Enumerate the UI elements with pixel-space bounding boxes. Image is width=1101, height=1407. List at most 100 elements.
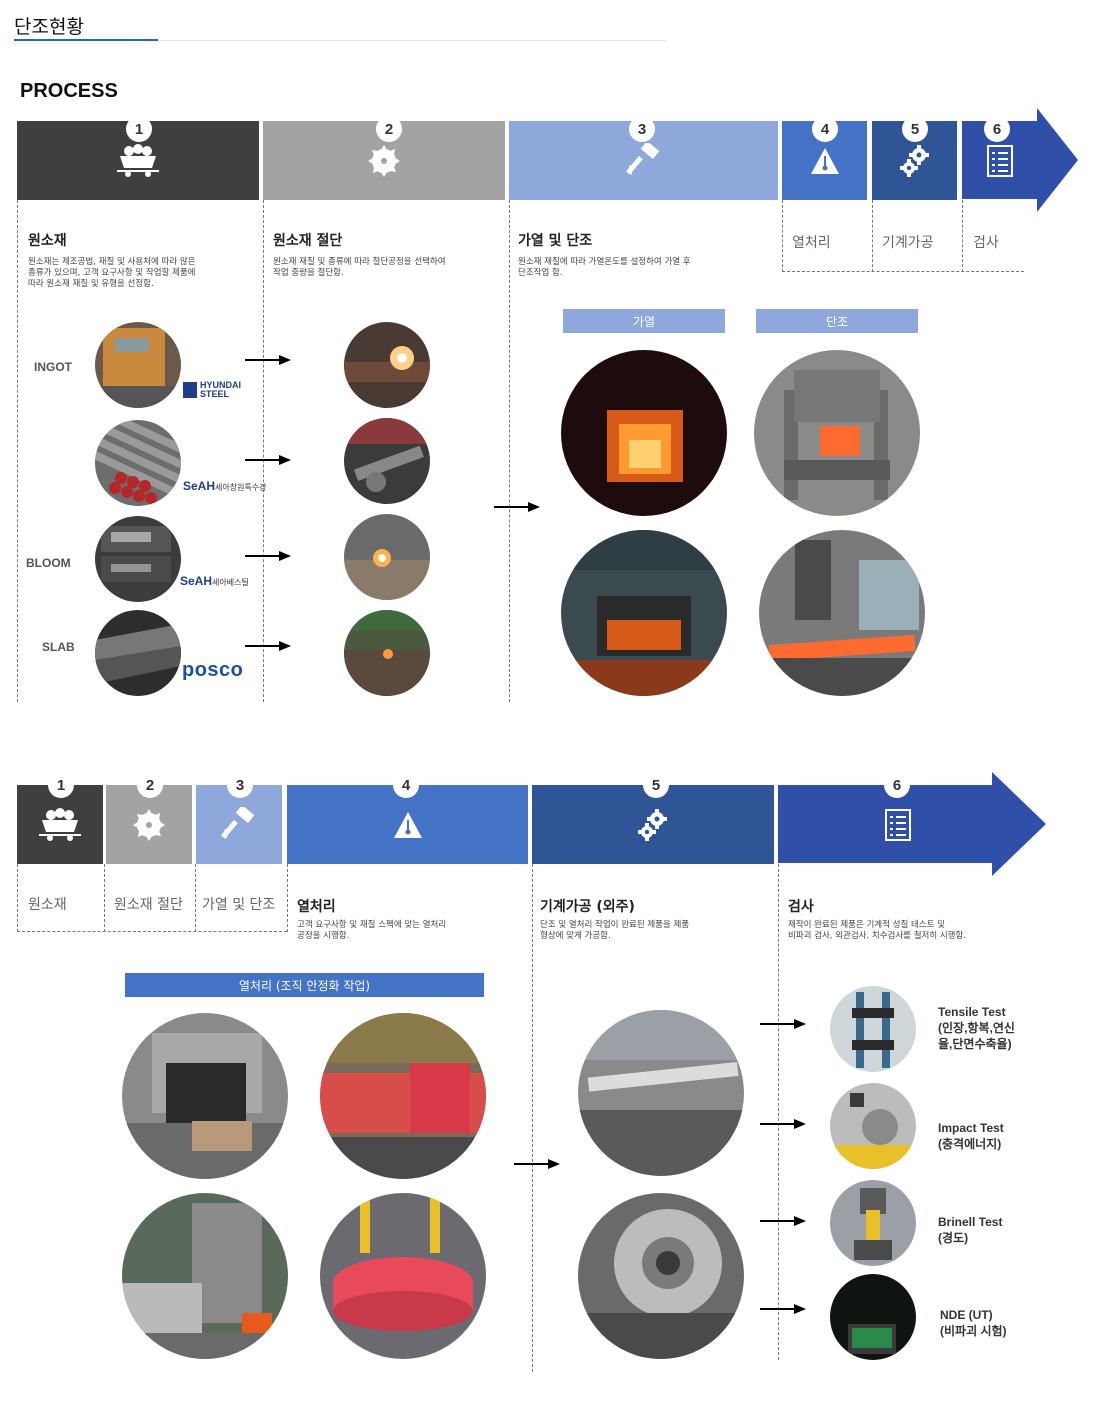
top-divider-1 [263,200,264,702]
top-step-number-3: 3 [629,116,655,142]
posco-logo: posco [182,659,244,681]
top-step-number-4: 4 [812,116,838,142]
bottom-step-2-block [106,785,192,864]
checklist-icon [986,144,1013,177]
material-label-slab: SLAB [42,640,75,654]
top-divider-3 [782,200,783,272]
arrow-bloom-to-cutting [245,551,291,561]
tensile-test-photo [830,986,916,1072]
top-step-number-5: 5 [902,116,928,142]
thermometer-warning-icon [810,147,839,174]
page-title: 단조현황 [14,16,84,38]
top-step-number-1: 1 [126,116,152,142]
forging-press-photo-2 [759,530,925,696]
heating-label: 가열 [563,309,725,333]
bottom-step-6-arrow [778,772,1046,876]
material-label-ingot: INGOT [34,360,72,374]
top-step-name-5: 기계가공 [882,235,934,251]
bottom-step-1-block [17,785,103,864]
title-divider [14,40,666,41]
cutting-photo-2 [344,418,430,504]
bottom-divider-h [17,931,287,932]
thermometer-warning-icon [393,811,422,838]
top-step-6-block [962,121,1037,200]
bottom-step-name-6: 검사 [788,899,814,915]
hammer-icon [625,142,659,175]
bottom-step-name-3: 가열 및 단조 [202,897,276,913]
bottom-step-name-5: 기계가공 (외주) [540,899,635,915]
saw-blade-icon [133,808,165,841]
top-divider-2 [509,200,510,702]
cutting-photo-3 [344,514,430,600]
top-step-name-3: 가열 및 단조 [518,233,593,249]
machining-photo-2 [578,1193,744,1359]
forging-press-photo-1 [754,350,920,516]
bottom-step-6-block [778,785,1018,864]
top-step-name-6: 검사 [973,235,999,251]
hyundai-h-mark [183,382,197,398]
impact-test-photo [830,1083,916,1169]
bottom-step-number-6: 6 [884,772,910,798]
forging-label: 단조 [756,309,918,333]
machining-photo-1 [578,1010,744,1176]
impact-test-label: Impact Test(충격에너지) [938,1121,1004,1151]
checklist-icon [885,808,911,841]
hammer-icon [221,806,255,839]
material-label-bloom: BLOOM [26,556,71,570]
gears-icon [638,808,667,841]
bottom-step-name-1: 원소재 [28,897,67,913]
arrow-ingot-to-cutting [245,355,291,365]
top-step-name-2: 원소재 절단 [273,233,343,249]
top-divider-5 [962,200,963,272]
furnace-photo-2 [561,530,727,696]
seah-changwon-logo: SeAH세아창원특수강 [183,479,267,493]
arrow-cutting-to-heating [494,502,540,512]
heat-treated-part-photo-2 [320,1193,486,1359]
bottom-divider-5 [778,864,779,1360]
coal-cart-icon [117,143,159,177]
nde-ut-photo [830,1274,916,1360]
bottom-step-3-block [196,785,282,864]
top-step-name-1: 원소재 [28,233,67,249]
furnace-photo-1 [561,350,727,516]
bottom-step-number-5: 5 [643,772,669,798]
bottom-step-4-block [287,785,528,864]
ingot-photo [95,322,181,408]
bottom-step-number-1: 1 [48,772,74,798]
heat-treated-part-photo-1 [320,1013,486,1179]
process-title: PROCESS [20,80,118,102]
top-step-name-4: 열처리 [792,235,831,251]
bottom-divider-0 [17,864,18,932]
top-step-number-6: 6 [984,116,1010,142]
cutting-photo-1 [344,322,430,408]
arrow-to-nde [760,1304,806,1314]
gears-icon [899,144,929,177]
coal-cart-icon [39,807,81,841]
bloom-photo [95,516,181,602]
arrow-slab-to-cutting [245,641,291,651]
slab-photo [95,610,181,696]
nde-test-label: NDE (UT)(비파괴 시험) [940,1308,1007,1338]
seah-besteel-logo: SeAH세아베스틸 [180,574,249,588]
bottom-step-number-2: 2 [137,772,163,798]
top-divider-h [782,271,1024,272]
arrow-to-tensile [760,1019,806,1029]
round-bar-photo [95,420,181,506]
brinell-test-label: Brinell Test(경도) [938,1215,1003,1245]
bottom-step-name-2: 원소재 절단 [114,897,183,913]
cutting-photo-4 [344,610,430,696]
bottom-divider-3 [287,864,288,932]
title-accent-line [14,39,158,41]
bottom-divider-2 [195,864,196,932]
bottom-step-number-3: 3 [227,772,253,798]
top-step-number-2: 2 [376,116,402,142]
arrow-bar-to-cutting [245,455,291,465]
arrow-to-brinell [760,1216,806,1226]
